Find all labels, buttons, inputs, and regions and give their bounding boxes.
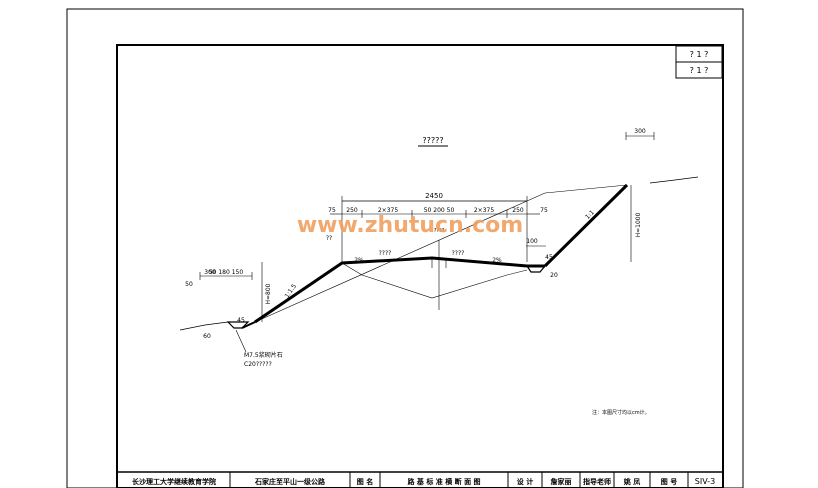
dim-h-left: H=800 (265, 283, 272, 304)
original-ground-line (254, 192, 546, 323)
left-ditch-link (241, 321, 256, 329)
dim-right-shoulder: 250 (512, 207, 524, 214)
dim-right-20: 20 (550, 272, 558, 279)
median-label: ???? (434, 228, 445, 234)
corner-row-2: ? 1 ? (690, 66, 709, 75)
road-surface (254, 256, 528, 324)
dim-left-ditch-parts: 50 180 150 (209, 269, 244, 276)
ditch-note-1: M7.5浆砌片石 (244, 351, 283, 359)
right-ditch (526, 265, 546, 273)
shoulder-label: ?? (326, 235, 332, 242)
ditch-note-2: C20????? (244, 361, 272, 368)
title-advisor: 姚 凤 (623, 477, 640, 486)
footnote: 注：本图尺寸均以cm计。 (592, 409, 650, 416)
title-designer: 詹家丽 (551, 477, 572, 486)
title-block (117, 471, 723, 488)
title-sheet-label: 图 号 (661, 477, 677, 486)
dim-left-45: 45 (237, 317, 245, 324)
title-design-label: 设 计 (517, 477, 533, 486)
corner-box: ? 1 ? ? 1 ? (675, 45, 723, 79)
ground-line-right (649, 176, 699, 184)
dim-right-45: 45 (545, 254, 553, 261)
outer-frame (66, 8, 744, 488)
title-sheet-no: SIV-3 (695, 477, 715, 486)
right-cut-slope (543, 183, 629, 268)
top-dimension-chain (330, 196, 540, 262)
ground-line-left (179, 321, 229, 331)
dim-left-50: 50 (185, 281, 193, 288)
watermark-text: www.zhutucn.com (297, 213, 523, 238)
right-dimension-marks (526, 132, 655, 262)
title-advisor-label: 指导老师 (583, 477, 611, 486)
subgrade-bottom (341, 262, 528, 299)
inner-frame (116, 44, 724, 488)
title-drawing-name-label: 图 名 (357, 477, 373, 486)
cross-slope-right: 2% (492, 257, 502, 264)
cross-slope-left: 2% (354, 257, 364, 264)
dim-left-60: 60 (203, 333, 211, 340)
title-school: 长沙理工大学继续教育学院 (132, 477, 216, 486)
dim-outer-75-left: 75 (328, 207, 336, 214)
slope-right: 1:1 (584, 209, 596, 221)
dim-median: 50 200 50 (424, 207, 455, 214)
dim-right-lanes: 2×375 (474, 207, 494, 214)
lane-label-left: ???? (379, 250, 392, 257)
dim-total-width: 2450 (425, 192, 443, 200)
left-dimension-marks (199, 262, 263, 322)
corner-row-1: ? 1 ? (690, 50, 709, 59)
dim-outer-75-right: 75 (540, 207, 548, 214)
dim-right-100: 100 (526, 238, 538, 245)
title-project: 石家庄至平山一级公路 (254, 477, 326, 486)
original-ground-line-2 (544, 184, 628, 194)
dim-left-lanes: 2×375 (378, 207, 398, 214)
lane-label-right: ???? (452, 250, 465, 257)
dim-right-ditch-top: 300 (634, 128, 646, 135)
dim-h-right: H=1000 (635, 212, 642, 237)
dim-left-shoulder: 250 (346, 207, 358, 214)
title-drawing-name: 路 基 标 准 横 断 面 图 (407, 477, 480, 486)
section-title: ????? (422, 136, 443, 145)
dim-left-ditch-top: 300 (204, 269, 216, 276)
slope-left: 1:1.5 (283, 283, 298, 300)
ditch-note-leader (235, 329, 247, 353)
